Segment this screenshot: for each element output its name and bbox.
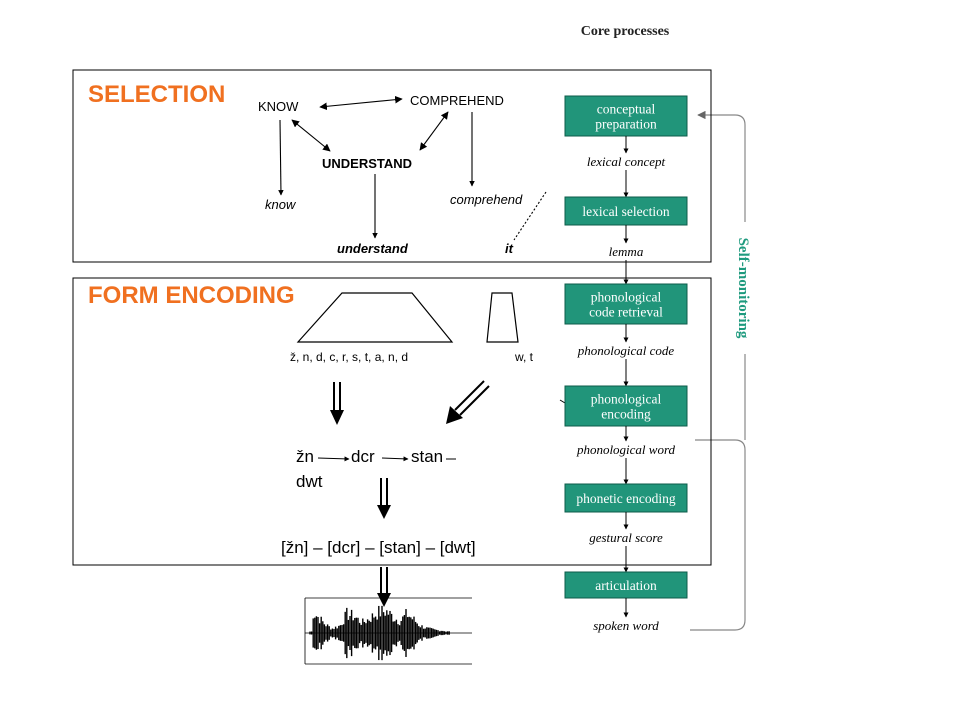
process-box-2: lexical selection — [564, 196, 688, 226]
process-box-4-line-2: encoding — [601, 407, 651, 422]
core-processes-title: Core processes — [581, 24, 670, 39]
trapezoid-it — [486, 292, 519, 343]
process-box-6-line-1: articulation — [595, 578, 657, 593]
process-box-6: articulation — [564, 571, 688, 599]
process-box-1-line-1: conceptual — [597, 102, 656, 117]
node-know-upper: KNOW — [258, 99, 299, 114]
process-box-3-line-1: phonological — [591, 290, 662, 305]
double-arrow-result — [377, 478, 391, 519]
process-box-2-line-1: lexical selection — [582, 204, 670, 219]
process-output-5: gestural score — [589, 530, 663, 545]
node-know-lower: know — [265, 197, 297, 212]
tick-mark — [559, 399, 566, 404]
self-monitoring-loop: Self-monitoring — [690, 110, 756, 631]
double-arrow-left — [330, 382, 344, 425]
node-understand-lower: understand — [337, 241, 409, 256]
syllable-3: stan — [411, 447, 443, 466]
syllable-1: žn — [296, 447, 314, 466]
node-understand-upper: UNDERSTAND — [322, 156, 412, 171]
process-box-1-line-2: preparation — [595, 117, 657, 132]
process-box-5: phonetic encoding — [564, 483, 688, 513]
speech-waveform — [304, 597, 472, 665]
process-output-6: spoken word — [593, 618, 659, 633]
process-box-4-line-1: phonological — [591, 392, 662, 407]
process-box-3-line-2: code retrieval — [589, 305, 663, 320]
syllable-4: dwt — [296, 472, 323, 491]
form-encoding-title: FORM ENCODING — [88, 282, 295, 309]
process-output-3: phonological code — [577, 343, 675, 358]
self-monitoring-label: Self-monitoring — [735, 238, 751, 339]
result-sequence: [žn] – [dcr] – [stan] – [dwt] — [281, 538, 476, 557]
node-comprehend-upper: COMPREHEND — [410, 93, 504, 108]
trapezoid-understand — [296, 292, 454, 343]
segments-left: ž, n, d, c, r, s, t, a, n, d — [290, 350, 408, 364]
selection-title: SELECTION — [88, 81, 225, 108]
selection-arrows — [278, 95, 547, 241]
node-comprehend-lower: comprehend — [450, 192, 523, 207]
syllable-links — [317, 456, 456, 462]
process-output-4: phonological word — [576, 442, 676, 457]
process-box-5-line-1: phonetic encoding — [576, 491, 676, 506]
selection-panel — [72, 69, 712, 263]
syllable-2: dcr — [351, 447, 375, 466]
double-arrow-diagonal — [446, 380, 490, 424]
process-output-1: lexical concept — [587, 154, 666, 169]
double-arrow-waveform — [377, 567, 391, 607]
process-output-2: lemma — [609, 244, 644, 259]
segments-right: w, t — [514, 350, 534, 364]
form-encoding-panel — [72, 277, 712, 566]
node-it: it — [505, 241, 514, 256]
